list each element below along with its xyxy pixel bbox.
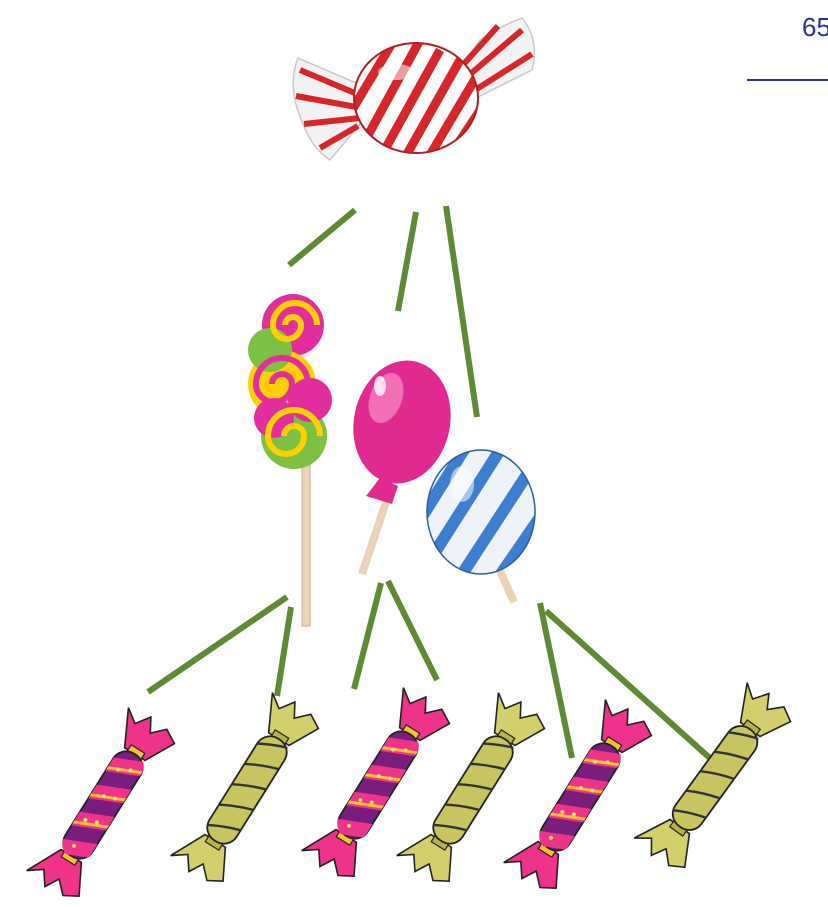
connector-line	[398, 212, 416, 311]
connector-line	[289, 210, 355, 265]
connector-line	[277, 607, 291, 696]
striped-wrapped-candy-icon	[293, 18, 534, 172]
connector-line	[446, 206, 477, 417]
connector-lines	[148, 206, 712, 760]
olive-wrapped-candy-icon	[169, 689, 326, 890]
connector-line	[388, 581, 437, 680]
blue-striped-lollipop-icon	[420, 440, 545, 602]
swirl-lollipop-icon	[248, 294, 332, 626]
connector-line	[148, 597, 287, 692]
pink-wrapped-candy-icon	[25, 704, 182, 905]
connector-line	[354, 583, 381, 689]
